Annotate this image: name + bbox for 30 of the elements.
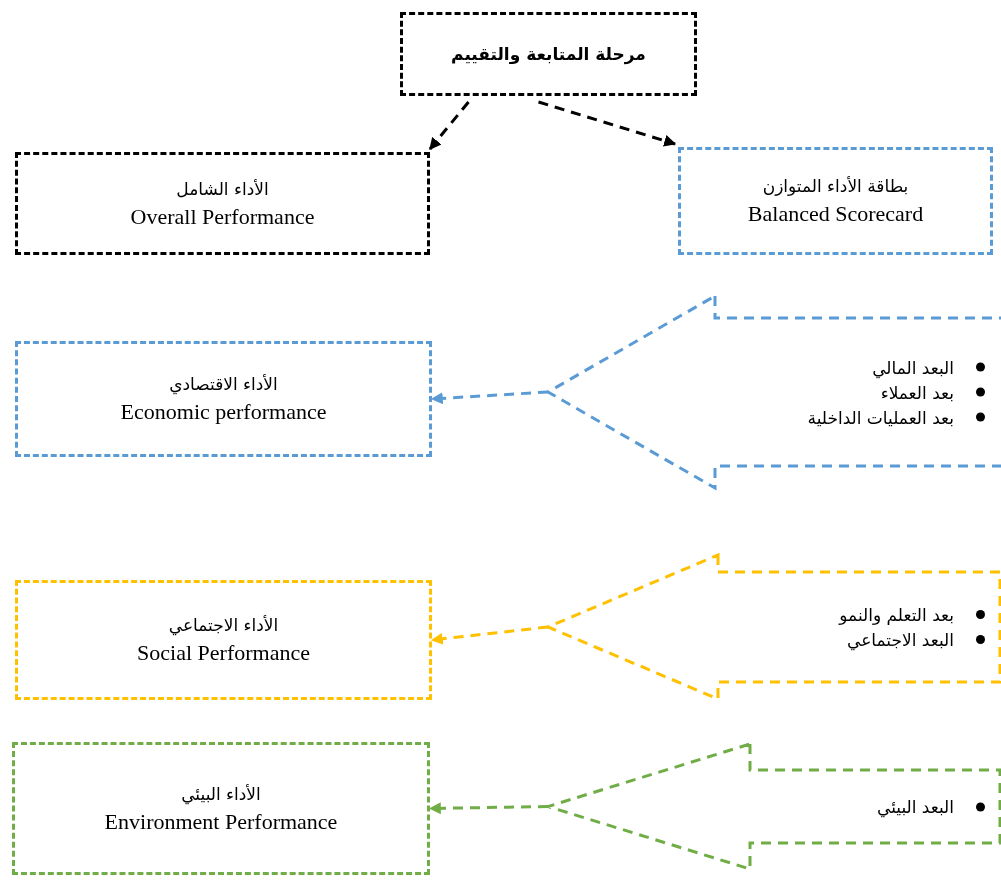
arrow [428,101,470,150]
process-box [12,742,430,875]
box-label: الأداء الاجتماعي [168,614,279,638]
box-label: Environment Performance [104,807,338,836]
arrow [538,100,677,147]
list-item: البعد المالي [872,356,954,379]
box-label: الأداء البيئي [181,782,261,807]
list-item: البعد البيئي [876,795,954,819]
box-label: بطاقة الأداء المتوازن [762,175,909,198]
callout-arrow [545,741,1001,872]
process-box [400,12,697,96]
process-box [15,152,430,255]
box-label: Balanced Scorecard [747,200,924,228]
callout-arrow [545,293,1001,491]
box-label: Overall Performance [130,202,315,231]
box-label: Economic performance [120,398,327,426]
list-item: بعد العمليات الداخلية [807,406,954,429]
process-box [15,580,432,700]
process-box [15,341,432,457]
arrow [428,802,549,815]
box-label: مرحلة المتابعة والتقييم [451,43,646,67]
list-item: البعد الاجتماعي [847,628,954,652]
box-label: الأداء الاقتصادي [169,373,278,397]
box-label: الأداء الشامل [176,177,269,201]
arrow [430,625,549,645]
process-box [678,147,993,255]
box-label: Social Performance [137,639,310,667]
list-item: بعد التعلم والنمو [839,603,954,627]
arrow [430,390,549,405]
list-item: بعد العملاء [880,381,954,404]
